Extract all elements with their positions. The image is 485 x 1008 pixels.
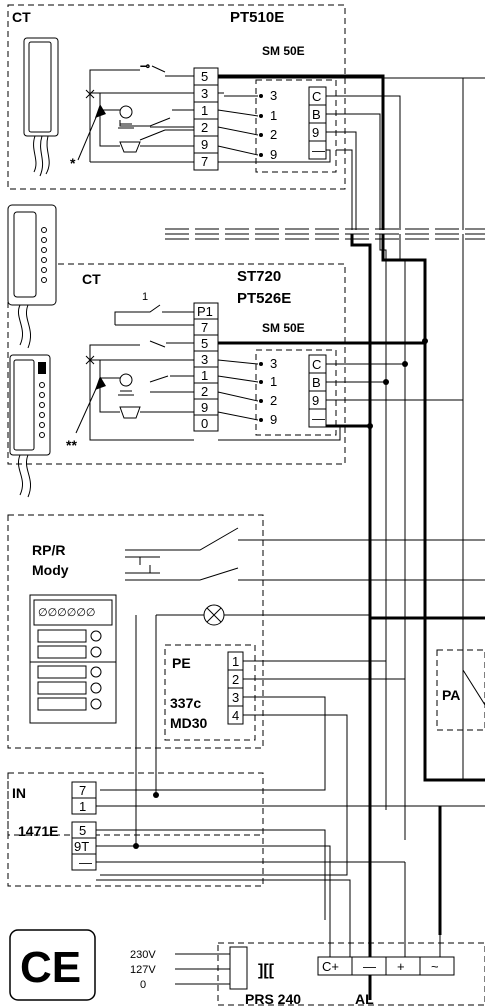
- svg-text:+: +: [397, 959, 405, 974]
- power-input-230: 230V: [130, 949, 156, 961]
- svg-text:9: 9: [270, 147, 277, 162]
- unit-mid-model2: PT526E: [237, 290, 291, 307]
- in-model: 1471E: [18, 823, 58, 839]
- door-panel-icon: ∅∅∅∅∅∅: [29, 594, 117, 724]
- svg-text:2: 2: [270, 127, 277, 142]
- svg-text:9: 9: [270, 412, 277, 427]
- mid-switch-label: 1: [142, 291, 148, 303]
- unit-mid-name: CT: [82, 271, 101, 287]
- svg-text:9: 9: [312, 393, 319, 408]
- unit-mid-note: **: [66, 437, 77, 453]
- svg-text:∅∅∅∅∅∅: ∅∅∅∅∅∅: [38, 607, 96, 619]
- unit-top-name: CT: [12, 9, 31, 25]
- svg-text:9: 9: [201, 137, 208, 152]
- svg-text:B: B: [312, 107, 321, 122]
- svg-text:⊸: ⊸: [140, 59, 150, 73]
- unit-top-model: PT510E: [230, 9, 284, 26]
- mid-pin-block: P1 7 5 3 1 2 9 0: [193, 302, 219, 432]
- phone-side-icon: [7, 204, 57, 349]
- svg-text:C+: C+: [322, 959, 339, 974]
- svg-text:9T: 9T: [74, 839, 89, 854]
- svg-text:4: 4: [232, 708, 239, 723]
- svg-text:1: 1: [201, 103, 208, 118]
- svg-text:1: 1: [232, 654, 239, 669]
- power-unit: 230V 127V 0 ][[ C+ — + ~ PRS 240 AL: [130, 942, 485, 1007]
- svg-text:2: 2: [201, 384, 208, 399]
- svg-text:—: —: [363, 959, 376, 974]
- svg-text:5: 5: [79, 823, 86, 838]
- keypad-phone-icon: [9, 354, 51, 498]
- unit-mid: CT ST720 PT526E SM 50E: [7, 204, 346, 498]
- svg-text:3: 3: [270, 356, 277, 371]
- unit-mid-model1: ST720: [237, 268, 281, 285]
- svg-text:3: 3: [232, 690, 239, 705]
- pe-name: PE: [172, 655, 191, 671]
- pe-model1: 337c: [170, 695, 201, 711]
- svg-text:9: 9: [312, 125, 319, 140]
- panel-name2: Mody: [32, 562, 69, 578]
- svg-text:~: ~: [431, 959, 439, 974]
- svg-text:3: 3: [201, 352, 208, 367]
- svg-text:1: 1: [201, 368, 208, 383]
- svg-text:2: 2: [270, 393, 277, 408]
- svg-text:][[: ][[: [258, 962, 275, 979]
- svg-text:2: 2: [201, 120, 208, 135]
- panel-name1: RP/R: [32, 542, 65, 558]
- power-suffix: AL: [355, 991, 374, 1007]
- svg-text:C: C: [312, 89, 321, 104]
- unit-mid-sub: SM 50E: [262, 321, 305, 335]
- pe-model2: MD30: [170, 715, 208, 731]
- svg-text:3: 3: [201, 86, 208, 101]
- unit-top-note: *: [70, 155, 76, 171]
- svg-text:1: 1: [270, 374, 277, 389]
- pa-unit: PA: [436, 649, 485, 731]
- svg-text:P1: P1: [197, 304, 213, 319]
- mid-module: 3 1 2 9 C B 9 —: [259, 354, 327, 428]
- svg-text:—: —: [312, 143, 325, 158]
- pe-unit: PE 337c MD30 1 2 3 4: [164, 644, 256, 741]
- top-pin-block: 5 3 1 2 9 7: [193, 67, 219, 171]
- unit-top-sub: SM 50E: [262, 44, 305, 58]
- svg-text:2: 2: [232, 672, 239, 687]
- svg-text:5: 5: [201, 69, 208, 84]
- svg-text:0: 0: [201, 416, 208, 431]
- svg-text:B: B: [312, 375, 321, 390]
- top-module: 3 1 2 9 C B 9 —: [259, 86, 327, 162]
- svg-text:7: 7: [201, 320, 208, 335]
- handset-icon: [23, 37, 59, 177]
- ce-text: CE: [20, 943, 81, 992]
- svg-text:3: 3: [270, 88, 277, 103]
- svg-text:9: 9: [201, 400, 208, 415]
- svg-text:5: 5: [201, 336, 208, 351]
- unit-top: CT PT510E SM 50E * 5 3 1 2 9 7: [7, 4, 346, 190]
- svg-text:1: 1: [270, 108, 277, 123]
- pa-name: PA: [442, 687, 460, 703]
- ce-mark: CE: [9, 929, 96, 1001]
- svg-text:—: —: [79, 855, 92, 870]
- power-model: PRS 240: [245, 991, 301, 1007]
- power-input-0: 0: [140, 979, 146, 991]
- svg-text:1: 1: [79, 799, 86, 814]
- in-name: IN: [12, 785, 26, 801]
- svg-text:7: 7: [201, 154, 208, 169]
- svg-text:—: —: [312, 411, 325, 426]
- svg-text:C: C: [312, 357, 321, 372]
- svg-text:7: 7: [79, 783, 86, 798]
- power-input-127: 127V: [130, 964, 156, 976]
